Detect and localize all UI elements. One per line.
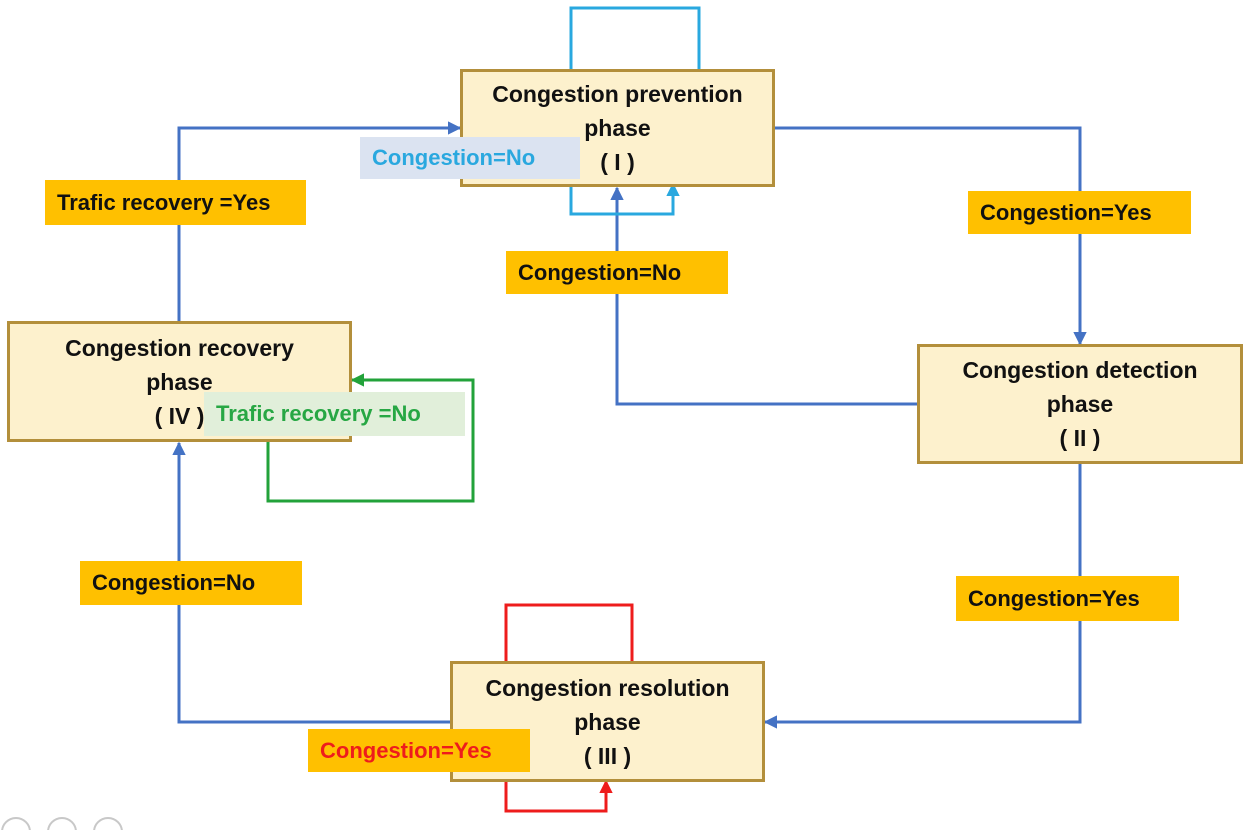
detection-phase-box: Congestion detection phase ( II ) [917,344,1243,464]
arrow-prevention-to-detection [774,126,1087,346]
resolution-title: Congestion resolution [485,674,730,701]
zoom-out-icon[interactable] [47,817,77,830]
label-recovery-to-prevention: Trafic recovery =Yes [45,180,306,225]
arrow-detection-to-prevention [610,186,918,406]
label-prevention-self-loop: Congestion=No [360,137,580,179]
detection-number: ( II ) [1059,425,1101,451]
label-prevention-to-detection: Congestion=Yes [968,191,1191,234]
prevention-number: ( I ) [600,149,635,175]
label-recovery-self-loop: Trafic recovery =No [204,392,465,436]
arrow-detection-to-resolution [763,464,1082,729]
recovery-title: Congestion recovery [65,334,294,361]
label-resolution-self-loop: Congestion=Yes [308,729,530,772]
loop-recovery-self [266,373,475,503]
label-detection-to-resolution: Congestion=Yes [956,576,1179,621]
label-detection-to-prevention: Congestion=No [506,251,728,294]
prevention-subtitle: phase [584,115,651,141]
label-resolution-to-recovery: Congestion=No [80,561,302,605]
resolution-number: ( III ) [583,742,632,769]
arrow-recovery-to-prevention [177,121,462,322]
detection-subtitle: phase [1046,391,1114,417]
arrow-resolution-to-recovery [172,441,451,724]
viewer-controls [1,817,123,830]
resolution-subtitle: phase [574,708,641,735]
prevention-title: Congestion prevention [492,81,743,107]
fullscreen-icon[interactable] [93,817,123,830]
recovery-subtitle: phase [146,368,213,395]
resolution-phase-box: Congestion resolution phase ( III ) [450,661,765,782]
detection-title: Congestion detection [962,357,1198,383]
recovery-number: ( IV ) [154,402,205,429]
zoom-in-icon[interactable] [1,817,31,830]
